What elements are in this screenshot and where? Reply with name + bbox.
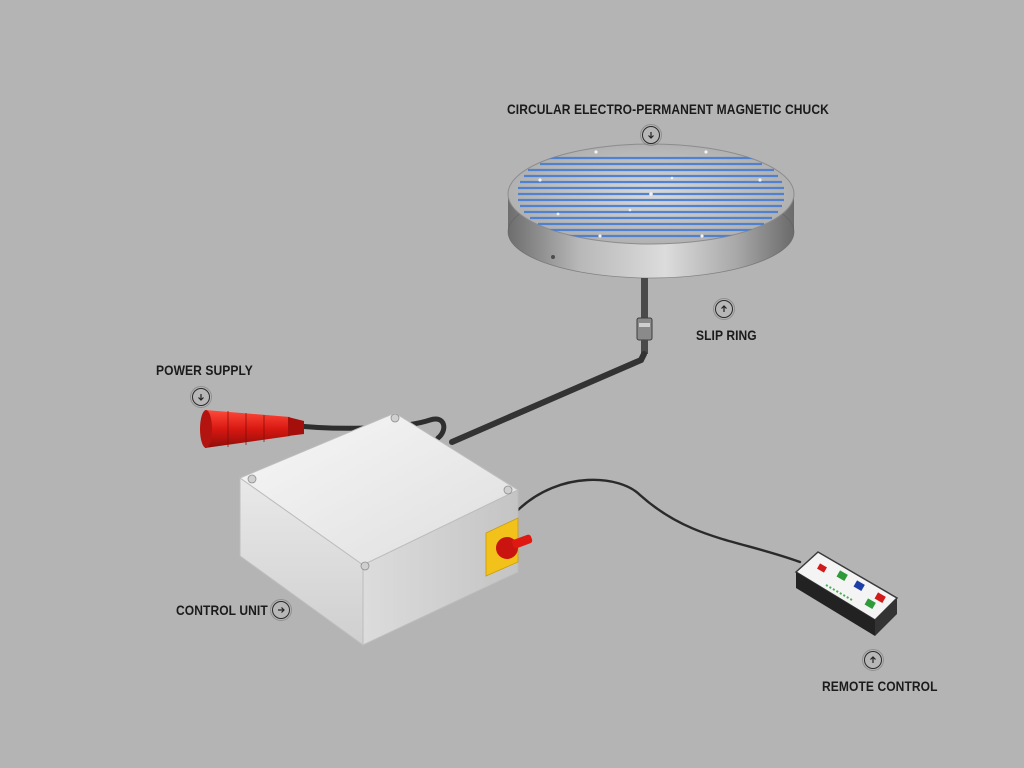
power-supply-hotspot[interactable]: [190, 386, 212, 408]
cable-lines: [287, 351, 802, 564]
control-unit-hotspot[interactable]: [270, 599, 292, 621]
chuck-hotspot[interactable]: [640, 124, 662, 146]
slip-ring-label: SLIP RING: [696, 327, 757, 343]
power-plug-graphic: [200, 410, 304, 448]
magnetic-chuck-graphic: [507, 143, 795, 279]
chuck-label: CIRCULAR ELECTRO-PERMANENT MAGNETIC CHUC…: [507, 101, 829, 117]
remote-control-hotspot[interactable]: [862, 649, 884, 671]
arrow-right-icon: [278, 607, 285, 613]
arrow-up-icon: [721, 305, 727, 312]
arrow-up-icon: [870, 656, 876, 663]
control-unit-label: CONTROL UNIT: [176, 602, 268, 618]
remote-control-graphic: [794, 551, 899, 636]
slip-ring-hotspot[interactable]: [713, 298, 735, 320]
slip-ring-graphic: [636, 278, 653, 354]
arrow-down-icon: [648, 132, 654, 139]
arrow-down-icon: [198, 394, 204, 401]
control-unit-graphic: [238, 412, 533, 646]
power-supply-label: POWER SUPPLY: [156, 362, 253, 378]
remote-control-label: REMOTE CONTROL: [822, 678, 938, 694]
